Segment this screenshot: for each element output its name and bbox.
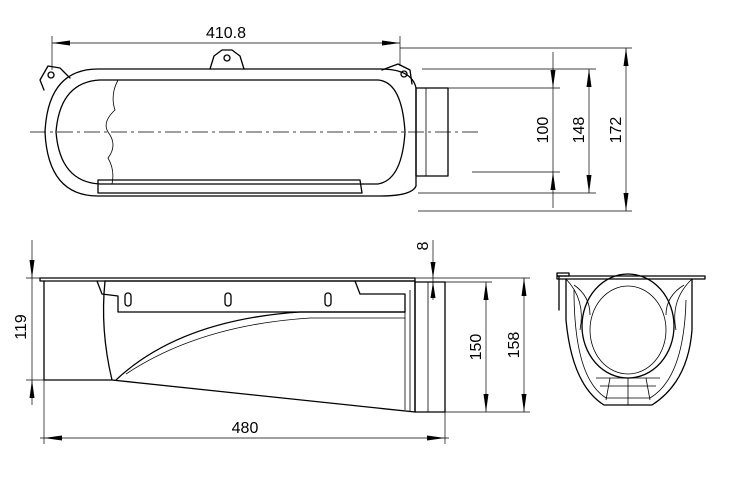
side-view-slot-1 xyxy=(124,292,132,307)
dim-side-158-arrow-bottom xyxy=(521,394,527,412)
side-view-slot-3 xyxy=(324,292,332,307)
side-view: 8 119 150 158 480 xyxy=(13,240,530,444)
dim-side-480-arrow-left xyxy=(44,435,62,441)
dim-top-172-arrow-bottom xyxy=(623,193,629,211)
dim-top-100-arrow-bottom xyxy=(550,172,556,190)
top-view-inner-oval xyxy=(55,79,406,185)
top-view-top-tab-hole xyxy=(223,54,231,62)
side-view-outlet xyxy=(414,281,446,413)
side-view-slot-2 xyxy=(224,292,232,307)
dim-side-480-arrow-right xyxy=(427,435,445,441)
top-view-outer-oval xyxy=(44,68,417,197)
front-view-left-pocket xyxy=(565,278,591,331)
top-view-right-ear xyxy=(381,63,413,85)
top-view: 410.8 100 148 172 xyxy=(30,25,632,212)
dim-side-119-arrow-bottom xyxy=(29,380,35,398)
dim-top-width-arrow-left xyxy=(52,40,70,46)
dim-side-119-label: 119 xyxy=(13,314,30,340)
front-view-flange-tab xyxy=(556,272,570,277)
side-view-deflector-outer xyxy=(115,311,406,381)
dim-top-width-arrow-right xyxy=(382,40,400,46)
dim-top-100-arrow-top xyxy=(550,70,556,88)
dim-side-158-label: 158 xyxy=(506,332,523,359)
dim-top-148-label: 148 xyxy=(571,117,588,144)
dim-side-150-arrow-bottom xyxy=(483,394,489,412)
dim-side-8-arrow-bottom xyxy=(430,282,436,298)
dim-side-119-arrow-top xyxy=(29,260,35,278)
front-view xyxy=(556,272,706,406)
side-view-body xyxy=(104,280,416,413)
top-view-left-ear-hole xyxy=(47,71,55,79)
dim-top-148-arrow-top xyxy=(586,69,592,87)
dim-top-172-label: 172 xyxy=(608,117,625,144)
top-view-bottom-rail xyxy=(97,179,363,194)
dim-top-148-arrow-bottom xyxy=(586,175,592,193)
dim-top-width-label: 410.8 xyxy=(206,25,246,42)
front-view-flange-plate xyxy=(556,275,706,280)
front-view-inner-opening-rim xyxy=(589,285,667,375)
front-view-bottom-ribs xyxy=(596,377,660,405)
top-view-left-ear xyxy=(39,65,71,91)
top-view-top-tab xyxy=(209,49,245,70)
side-view-bracket xyxy=(96,280,406,313)
dim-side-8-arrow-top xyxy=(430,262,436,278)
side-view-rear-face xyxy=(43,280,113,381)
dim-side-150-arrow-top xyxy=(483,282,489,300)
top-view-break-line xyxy=(105,79,119,185)
dim-top-100-label: 100 xyxy=(535,117,552,144)
dim-side-150-label: 150 xyxy=(468,334,485,361)
dim-side-158-arrow-top xyxy=(521,278,527,296)
front-view-right-pocket xyxy=(665,278,693,331)
dim-side-480-label: 480 xyxy=(232,420,259,437)
dim-side-8-label: 8 xyxy=(415,241,432,250)
side-view-deflector-inner xyxy=(125,317,405,375)
front-view-shell-inner xyxy=(573,289,687,399)
dim-top-172-arrow-top xyxy=(623,48,629,66)
top-view-right-ear-hole xyxy=(400,70,408,78)
front-view-inner-opening xyxy=(581,273,675,379)
